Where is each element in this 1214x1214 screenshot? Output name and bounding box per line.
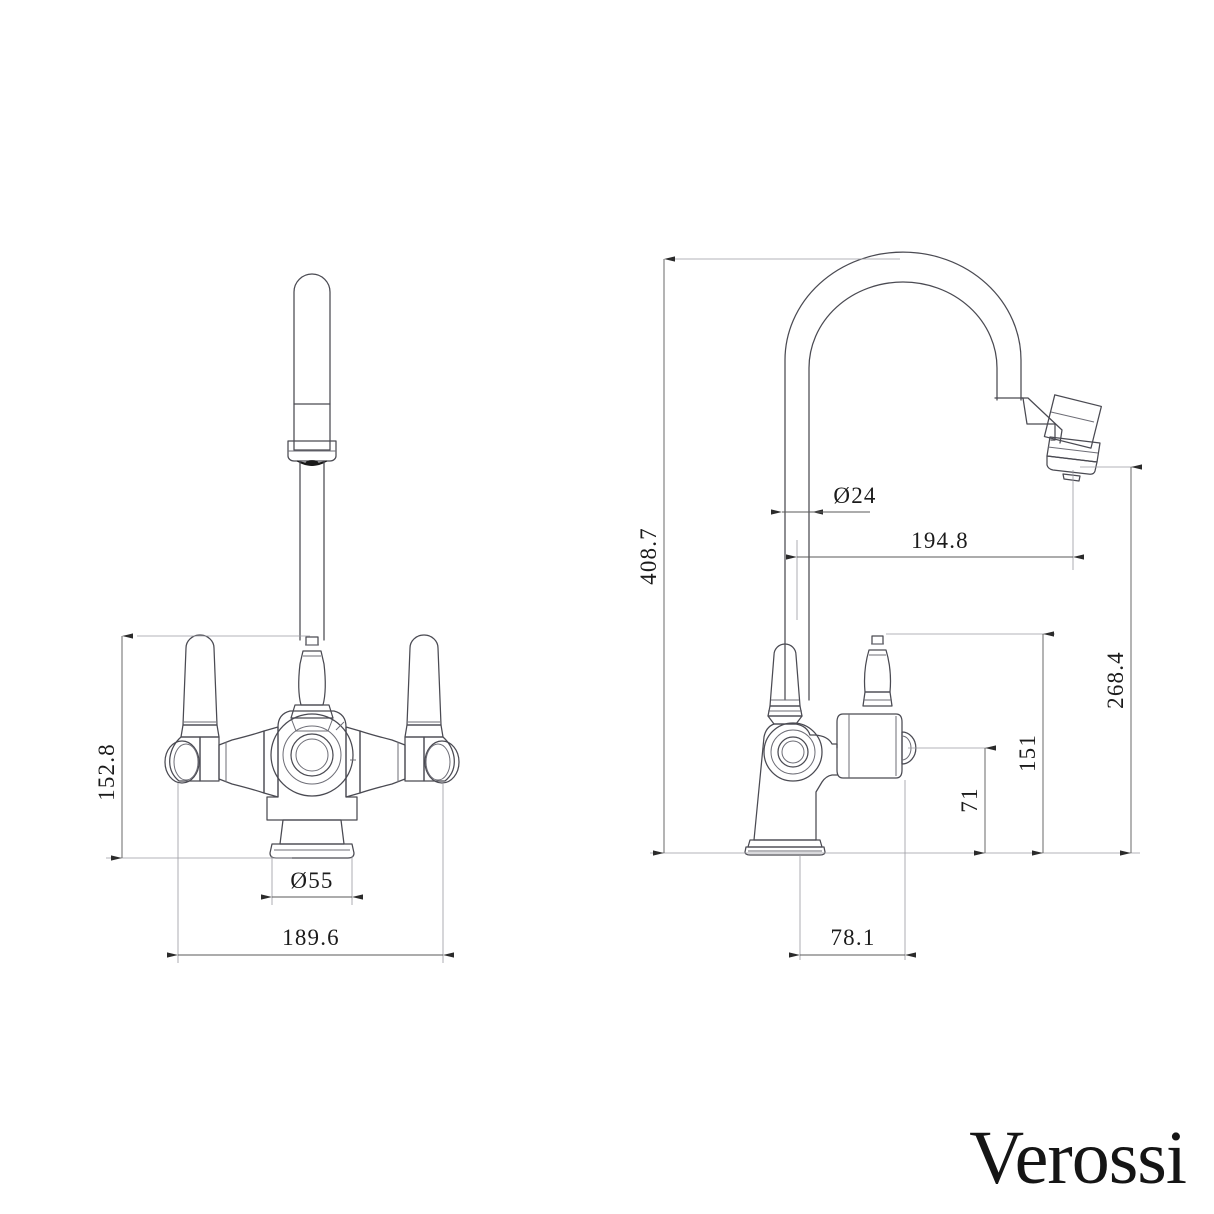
dimension-189-6: 189.6 <box>167 783 454 963</box>
front-handle-left <box>164 634 279 798</box>
front-spout-column <box>287 273 337 641</box>
dimension-label-152-8: 152.8 <box>94 743 119 801</box>
dimension-label-d55: Ø55 <box>290 868 333 893</box>
dimension-d24: Ø24 <box>771 483 876 515</box>
dimension-194-8: 194.8 <box>786 470 1084 620</box>
dimension-label-78-1: 78.1 <box>830 925 875 950</box>
dimension-label-151: 151 <box>1015 734 1040 772</box>
dimension-label-71: 71 <box>957 787 982 812</box>
side-body <box>744 722 838 856</box>
dimension-label-268-4: 268.4 <box>1103 651 1128 709</box>
dimension-label-d24: Ø24 <box>833 483 876 508</box>
dimension-408-7: 408.7 <box>636 256 900 856</box>
dimension-152-8: 152.8 <box>94 633 310 861</box>
dimension-268-4: 268.4 <box>1080 464 1142 856</box>
dimension-label-194-8: 194.8 <box>911 528 969 553</box>
side-spout-gooseneck <box>784 251 1022 701</box>
side-handle-front <box>836 635 917 779</box>
side-spout-outlet <box>994 394 1102 482</box>
side-elevation-view: 408.7 Ø24 194.8 268.4 <box>636 251 1142 960</box>
front-handle-right <box>345 634 460 798</box>
brand-logo: Verossi <box>969 1116 1187 1200</box>
side-construction-lines <box>650 780 1140 960</box>
dimension-label-189-6: 189.6 <box>282 925 340 950</box>
dimension-151: 151 <box>886 631 1055 856</box>
dimension-d55: Ø55 <box>261 856 363 905</box>
dimension-71: 71 <box>908 745 996 856</box>
dimension-label-408-7: 408.7 <box>636 527 661 585</box>
front-body <box>266 710 358 859</box>
front-elevation-view: 152.8 Ø55 189.6 <box>94 273 460 963</box>
side-handle-rear <box>767 643 803 725</box>
dimension-78-1: 78.1 <box>789 925 916 958</box>
front-center-cap <box>290 636 334 732</box>
